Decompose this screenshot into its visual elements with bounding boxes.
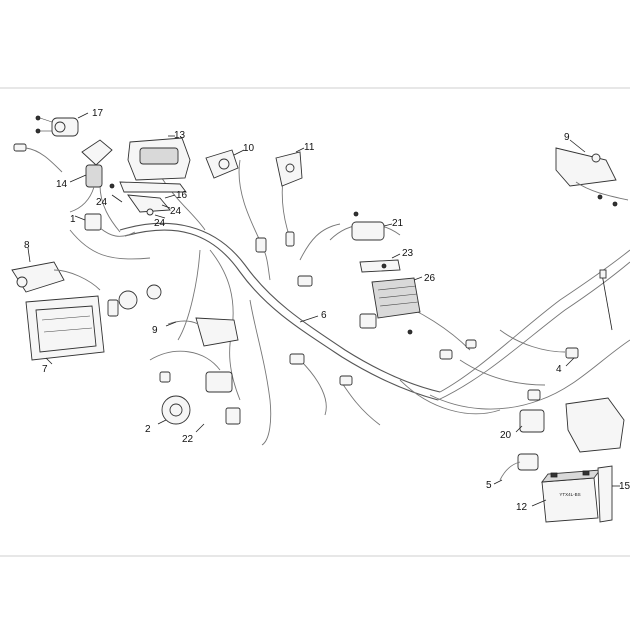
ref-22: 22 — [182, 434, 194, 445]
ref-26: 26 — [424, 273, 436, 284]
ref-2: 2 — [145, 424, 151, 435]
rear-cover — [565, 397, 625, 453]
right-handlebar-switch — [205, 149, 267, 253]
handlebar-switch-clamp — [35, 112, 89, 137]
horn — [157, 371, 191, 425]
headlight-bulbs — [107, 284, 162, 317]
ref-7: 7 — [42, 364, 48, 375]
ref-16: 16 — [176, 190, 188, 201]
ref-5: 5 — [486, 480, 492, 491]
brake-switch — [275, 147, 305, 247]
page-frame — [0, 87, 630, 557]
front-right-turn-signal — [165, 317, 239, 347]
main-harness — [69, 159, 630, 446]
headlight — [25, 295, 105, 365]
reference-numbers: 17 13 10 11 9 14 16 24 24 24 1 21 23 26 … — [24, 108, 630, 513]
ref-8: 8 — [24, 240, 30, 251]
instrument-bracket — [109, 183, 176, 219]
flasher-relay — [195, 371, 241, 433]
ref-14: 14 — [56, 179, 68, 190]
ref-23: 23 — [402, 248, 414, 259]
left-switch-wire — [13, 143, 63, 173]
instrument-panel — [119, 135, 191, 193]
ref-24-c: 24 — [154, 218, 166, 229]
voltage-regulator — [359, 276, 423, 335]
starter-relay — [515, 389, 545, 433]
harness-connectors — [289, 275, 477, 386]
battery-bracket — [597, 465, 620, 523]
rear-turn-signal — [555, 139, 629, 207]
ref-21: 21 — [392, 218, 404, 229]
ref-9-top: 9 — [564, 132, 570, 143]
ref-10: 10 — [243, 143, 255, 154]
ignition-switch — [69, 139, 113, 213]
ref-4: 4 — [556, 364, 562, 375]
sensor-lead — [565, 347, 579, 367]
ref-17: 17 — [92, 108, 104, 119]
ref-11: 11 — [304, 142, 315, 153]
ref-24-b: 24 — [170, 206, 182, 217]
fuse-holder — [493, 453, 539, 485]
front-turn-signal — [11, 247, 101, 293]
ref-9-mid: 9 — [152, 325, 158, 336]
relay — [74, 213, 136, 237]
coil-bracket — [359, 253, 401, 273]
battery: YTX4L-BS — [531, 469, 601, 523]
ref-13: 13 — [174, 130, 186, 141]
ref-1: 1 — [70, 214, 76, 225]
ignition-coil — [351, 211, 393, 241]
harness-callout — [299, 315, 319, 323]
ref-15: 15 — [619, 481, 630, 492]
cable-tie — [599, 269, 613, 331]
ref-6: 6 — [321, 310, 327, 321]
ref-20: 20 — [500, 430, 512, 441]
battery-model-label: YTX4L-BS — [559, 492, 580, 497]
ref-12: 12 — [516, 502, 528, 513]
ref-24-a: 24 — [96, 197, 108, 208]
